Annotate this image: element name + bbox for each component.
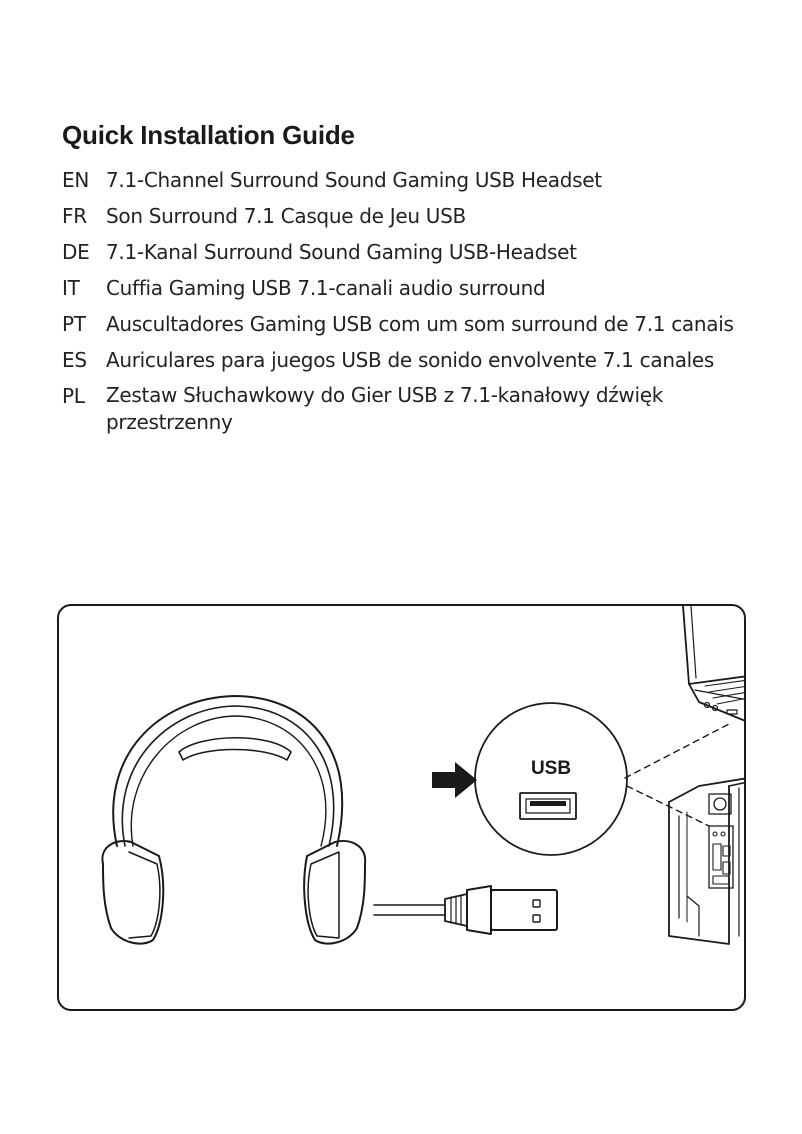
installation-illustration: USB — [57, 604, 746, 1011]
language-item-fr: FR Son Surround 7.1 Casque de Jeu USB — [62, 198, 762, 234]
product-name: Zestaw Słuchawkowy do Gier USB z 7.1-kan… — [106, 383, 664, 434]
language-item-pl: PL Zestaw Słuchawkowy do Gier USB z 7.1-… — [62, 378, 762, 436]
language-item-es: ES Auriculares para juegos USB de sonido… — [62, 342, 762, 378]
desktop-tower-icon — [668, 777, 744, 945]
usb-label: USB — [531, 758, 571, 779]
arrow-right-icon — [432, 762, 477, 798]
illustration-canvas: USB — [101, 606, 744, 945]
language-code: ES — [62, 348, 87, 372]
language-list: EN 7.1-Channel Surround Sound Gaming USB… — [62, 162, 762, 436]
headset-icon — [101, 695, 367, 945]
product-name: Son Surround 7.1 Casque de Jeu USB — [106, 204, 466, 228]
usb-plug-icon — [373, 885, 558, 935]
language-code: FR — [62, 204, 87, 228]
product-name: 7.1-Channel Surround Sound Gaming USB He… — [106, 168, 602, 192]
language-code: DE — [62, 240, 90, 264]
language-code: EN — [62, 168, 89, 192]
product-name: Auriculares para juegos USB de sonido en… — [106, 348, 715, 372]
language-item-de: DE 7.1-Kanal Surround Sound Gaming USB-H… — [62, 234, 762, 270]
language-code: PT — [62, 312, 86, 336]
leader-lines — [624, 723, 730, 827]
language-item-en: EN 7.1-Channel Surround Sound Gaming USB… — [62, 162, 762, 198]
product-name: 7.1-Kanal Surround Sound Gaming USB-Head… — [106, 240, 577, 264]
language-item-pt: PT Auscultadores Gaming USB com um som s… — [62, 306, 762, 342]
laptop-icon — [682, 606, 744, 722]
product-name: Auscultadores Gaming USB com um som surr… — [106, 312, 734, 336]
page-title: Quick Installation Guide — [62, 120, 355, 150]
language-item-it: IT Cuffia Gaming USB 7.1-canali audio su… — [62, 270, 762, 306]
language-code: IT — [62, 276, 80, 300]
language-code: PL — [62, 384, 85, 408]
product-name: Cuffia Gaming USB 7.1-canali audio surro… — [106, 276, 546, 300]
usb-port-icon: USB — [474, 702, 628, 856]
